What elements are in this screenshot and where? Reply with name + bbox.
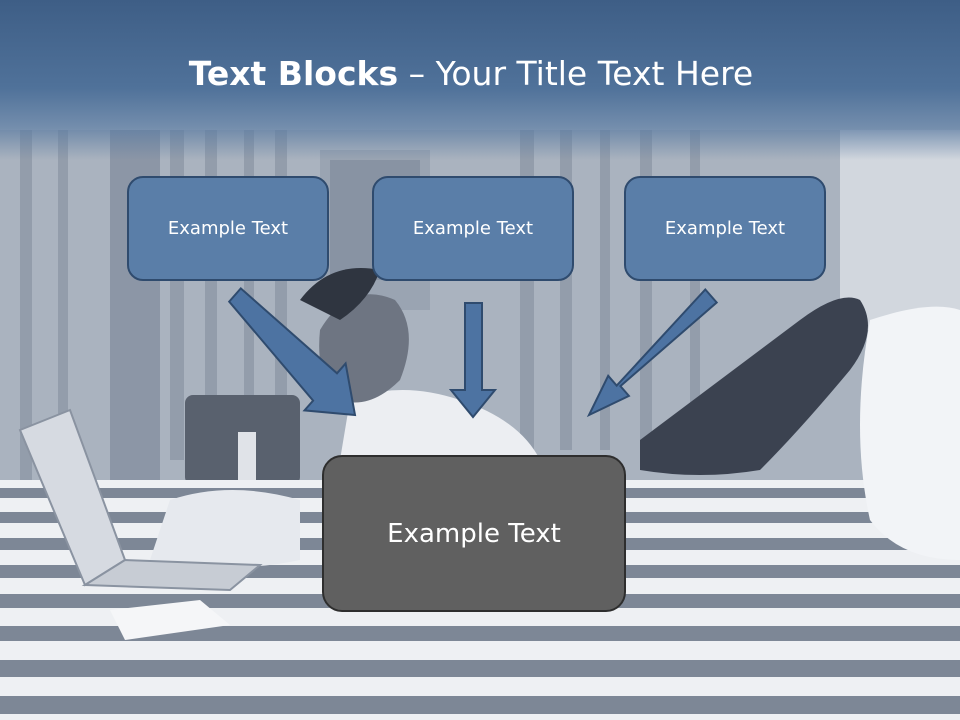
title-dash: – — [398, 54, 436, 93]
title-rest: Your Title Text Here — [435, 54, 754, 93]
center-text-block: Example Text — [322, 455, 626, 612]
text-block-3: Example Text — [624, 176, 826, 281]
text-block-1: Example Text — [127, 176, 329, 281]
arrow-left — [227, 286, 357, 417]
text-block-2: Example Text — [372, 176, 574, 281]
slide-title: Text Blocks – Your Title Text Here — [0, 52, 942, 96]
title-bold: Text Blocks — [188, 54, 399, 93]
arrow-center — [448, 302, 498, 419]
title-bar — [0, 0, 960, 160]
arrow-right — [586, 288, 719, 418]
